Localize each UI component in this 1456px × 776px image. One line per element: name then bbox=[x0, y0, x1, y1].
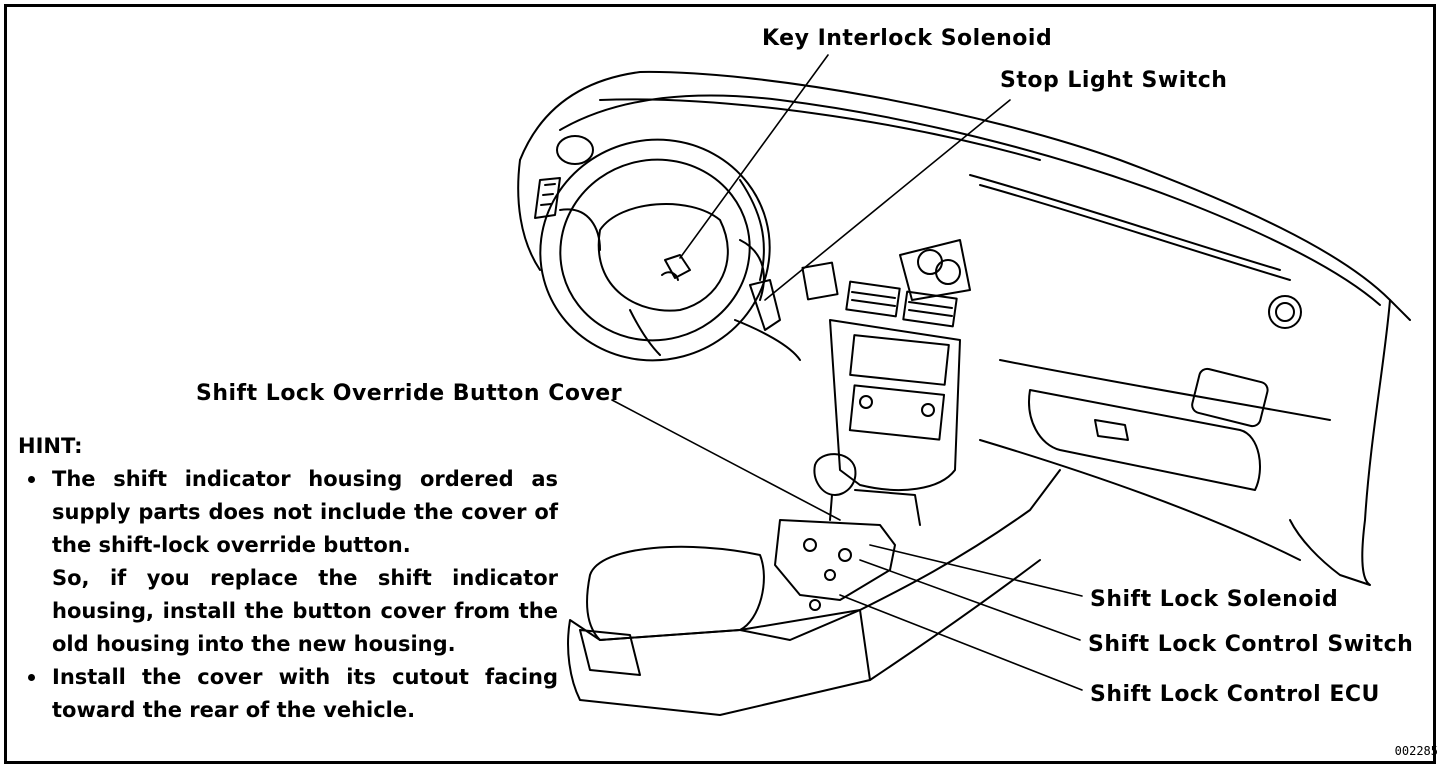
dash-lower-right bbox=[999, 359, 1331, 421]
hint-block: HINT: The shift indicator housing ordere… bbox=[18, 430, 558, 727]
dash-lower-edge bbox=[979, 439, 1301, 561]
steering-wheel-inner bbox=[559, 158, 751, 342]
leader-control-ecu bbox=[839, 594, 1083, 691]
center-round-vents bbox=[917, 249, 943, 275]
console-pocket bbox=[579, 629, 641, 676]
radio-unit bbox=[849, 334, 950, 386]
leader-control-switch bbox=[859, 559, 1081, 641]
hint-item-text-2: So, if you replace the shift indicator h… bbox=[52, 566, 558, 656]
label-override-button-cover: Shift Lock Override Button Cover bbox=[196, 381, 623, 406]
leader-stop-light bbox=[764, 99, 1011, 301]
label-shift-lock-solenoid: Shift Lock Solenoid bbox=[1090, 587, 1339, 612]
hint-item: Install the cover with its cutout facing… bbox=[18, 661, 558, 727]
dash-top-inner bbox=[559, 94, 1381, 306]
shift-lock-mechanism bbox=[774, 519, 896, 601]
label-key-interlock-solenoid: Key Interlock Solenoid bbox=[762, 26, 1053, 51]
right-round-vent bbox=[1268, 295, 1302, 329]
leader-key-interlock bbox=[679, 54, 829, 259]
leader-override-cover bbox=[611, 399, 841, 521]
label-stop-light-switch: Stop Light Switch bbox=[1000, 68, 1228, 93]
key-interlock-part bbox=[664, 254, 691, 279]
leader-shift-lock-solenoid bbox=[869, 544, 1083, 597]
stop-light-switch-part bbox=[749, 279, 781, 331]
climate-control bbox=[848, 384, 946, 441]
hint-item-text: Install the cover with its cutout facing… bbox=[52, 665, 558, 722]
glove-box bbox=[1028, 389, 1261, 491]
hint-item: The shift indicator housing ordered as s… bbox=[18, 463, 558, 661]
steering-wheel-outer bbox=[539, 138, 771, 362]
console-armrest bbox=[586, 545, 765, 641]
label-shift-lock-control-ecu: Shift Lock Control ECU bbox=[1090, 682, 1380, 707]
left-gauge bbox=[556, 135, 594, 165]
left-vent bbox=[534, 177, 561, 219]
shift-knob bbox=[813, 453, 857, 496]
center-vent-left bbox=[845, 280, 901, 318]
figure-code: 002285 bbox=[1394, 744, 1438, 758]
right-vent bbox=[1191, 367, 1269, 428]
center-vent-right bbox=[902, 290, 958, 328]
hint-title: HINT: bbox=[18, 434, 83, 458]
hazard-switch bbox=[801, 261, 839, 301]
hint-list: The shift indicator housing ordered as s… bbox=[18, 463, 558, 727]
center-stack-outline bbox=[829, 319, 961, 491]
dash-right-edge bbox=[1289, 299, 1391, 586]
dash-defrost-line bbox=[599, 98, 1041, 161]
steering-wheel-hub bbox=[597, 203, 729, 312]
meter-hood bbox=[739, 179, 765, 281]
dash-top-outline bbox=[519, 70, 1411, 321]
hint-item-text: The shift indicator housing ordered as s… bbox=[52, 467, 558, 557]
label-shift-lock-control-switch: Shift Lock Control Switch bbox=[1088, 632, 1414, 657]
glove-box-latch bbox=[1094, 419, 1129, 441]
